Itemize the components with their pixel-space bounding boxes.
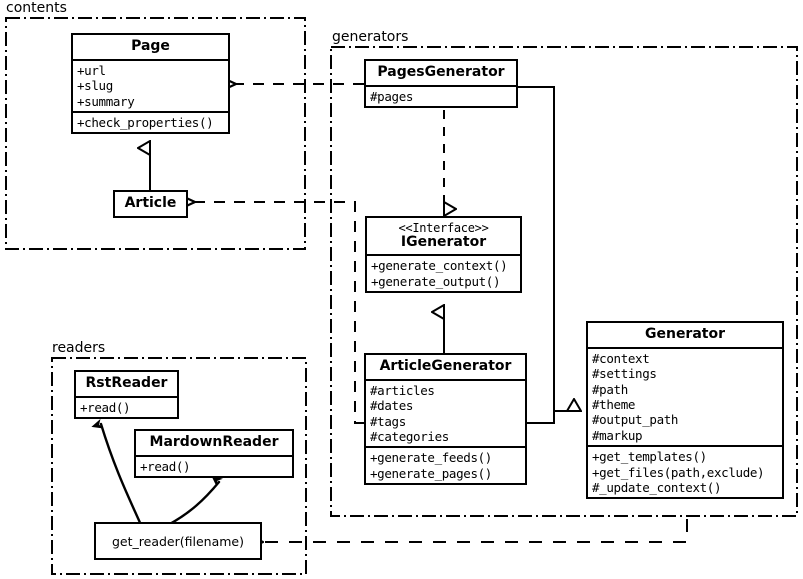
class-mardownreader-operations: +read() <box>136 454 292 476</box>
class-rstreader-operations: +read() <box>76 395 177 417</box>
operation-row: +generate_pages() <box>370 465 492 481</box>
class-pagesgenerator-attributes: #pages <box>366 84 516 106</box>
relation-articlegenerator-to-article <box>195 202 364 424</box>
attribute-row: +summary <box>77 93 135 109</box>
attribute-row: #dates <box>370 398 414 414</box>
class-generator-name: Generator <box>644 326 725 342</box>
class-mardownreader[interactable]: MardownReader +read() <box>134 429 294 479</box>
class-pagesgenerator-name: PagesGenerator <box>377 64 505 80</box>
class-rstreader[interactable]: RstReader +read() <box>74 370 179 420</box>
operation-row: +generate_feeds() <box>370 450 492 466</box>
attribute-row: #theme <box>592 396 636 412</box>
class-article[interactable]: Article <box>113 190 188 218</box>
operation-row: #_update_context() <box>592 479 722 495</box>
class-generator[interactable]: Generator #context #settings #path #them… <box>586 321 784 500</box>
relation-articlegenerator-to-generator <box>527 411 555 424</box>
class-articlegenerator-operations: +generate_feeds() +generate_pages() <box>366 446 525 483</box>
attribute-row: #context <box>592 350 650 366</box>
package-label-contents: contents <box>4 0 70 16</box>
class-articlegenerator-attributes: #articles #dates #tags #categories <box>366 378 525 447</box>
package-label-readers: readers <box>50 340 109 356</box>
class-generator-operations: +get_templates() +get_files(path,exclude… <box>588 445 782 497</box>
class-igenerator-title: IGenerator <box>400 233 487 250</box>
class-page-name: Page <box>131 38 170 54</box>
function-box-get-reader-label: get_reader(filename) <box>112 533 244 549</box>
operation-row: +generate_output() <box>371 273 501 289</box>
relation-getreader-to-mardownreader <box>166 475 223 527</box>
attribute-row: #markup <box>592 427 643 443</box>
operation-row: +get_files(path,exclude) <box>592 464 765 480</box>
operation-row: +generate_context() <box>371 258 508 274</box>
attribute-row: +url <box>77 62 106 78</box>
class-articlegenerator[interactable]: ArticleGenerator #articles #dates #tags … <box>364 353 527 486</box>
class-mardownreader-name: MardownReader <box>149 434 279 450</box>
class-igenerator[interactable]: <<Interface>> IGenerator +generate_conte… <box>365 216 522 294</box>
class-pagesgenerator[interactable]: PagesGenerator #pages <box>364 59 518 109</box>
operation-row: +get_templates() <box>592 449 707 465</box>
class-generator-attributes: #context #settings #path #theme #output_… <box>588 346 782 445</box>
operation-row: +read() <box>140 458 191 474</box>
attribute-row: #path <box>592 381 628 397</box>
attribute-row: +slug <box>77 78 113 94</box>
class-igenerator-operations: +generate_context() +generate_output() <box>367 254 520 291</box>
class-page[interactable]: Page +url +slug +summary +check_properti… <box>71 33 230 135</box>
attribute-row: #tags <box>370 413 406 429</box>
operation-row: +check_properties() <box>77 114 214 130</box>
function-box-get-reader[interactable]: get_reader(filename) <box>94 522 262 560</box>
attribute-row: #categories <box>370 428 449 444</box>
class-article-name: Article <box>124 195 177 211</box>
relation-generator-to-getreader <box>263 519 688 542</box>
class-page-operations: +check_properties() <box>73 110 228 132</box>
class-articlegenerator-name: ArticleGenerator <box>379 358 512 374</box>
attribute-row: #pages <box>370 88 414 104</box>
package-label-generators: generators <box>330 29 412 45</box>
class-igenerator-name: <<Interface>> IGenerator <box>367 218 520 254</box>
attribute-row: #settings <box>592 366 657 382</box>
operation-row: +read() <box>80 399 131 415</box>
attribute-row: #output_path <box>592 412 679 428</box>
attribute-row: #articles <box>370 382 435 398</box>
class-rstreader-name: RstReader <box>85 375 168 391</box>
class-page-attributes: +url +slug +summary <box>73 58 228 111</box>
